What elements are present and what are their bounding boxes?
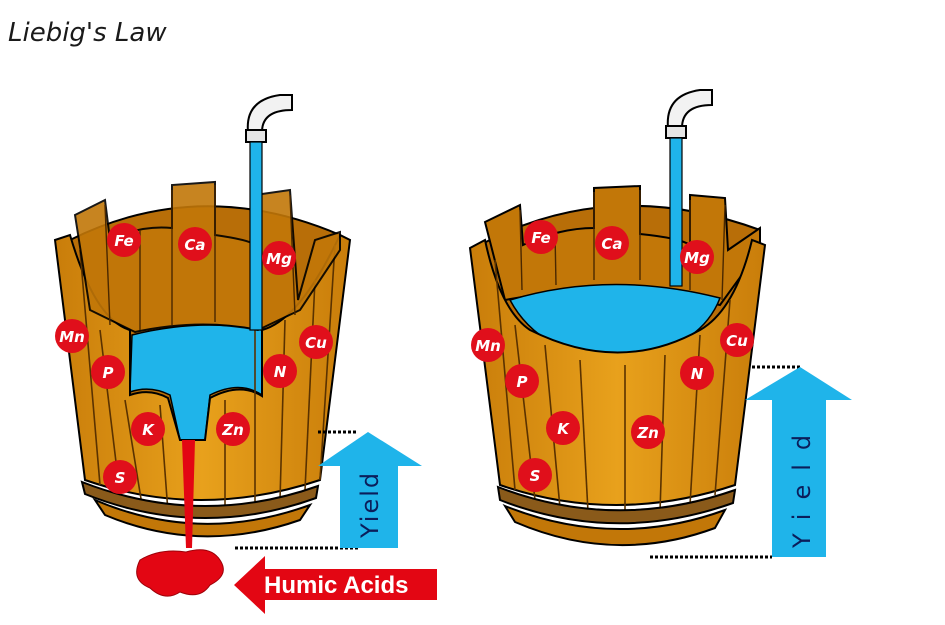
humic-arrow (234, 556, 437, 614)
left-nutrient-ca-label: Ca (184, 236, 205, 254)
left-nutrient-ca: Ca (178, 227, 212, 261)
right-barrel-staves (468, 238, 767, 506)
left-yield-arrow (318, 432, 422, 548)
right-nutrient-k: K (546, 411, 580, 445)
right-nutrient-mg-label: Mg (684, 249, 710, 267)
right-barrel-hoop (496, 485, 737, 525)
left-nutrient-k: K (131, 412, 165, 446)
left-nutrient-n-label: N (274, 363, 287, 381)
right-nutrient-cu-label: Cu (726, 332, 748, 350)
left-nutrient-cu: Cu (299, 325, 333, 359)
right-nutrient-p: P (505, 364, 539, 398)
left-nutrient-mg-label: Mg (266, 250, 292, 268)
right-nutrient-s-label: S (530, 467, 541, 485)
right-nutrient-mn: Mn (471, 328, 505, 362)
left-leak-stream (182, 440, 195, 548)
left-nutrient-zn: Zn (216, 412, 250, 446)
right-nutrient-k-label: K (557, 420, 570, 438)
right-nutrient-zn-label: Zn (636, 424, 659, 442)
left-nutrient-mg: Mg (262, 241, 296, 275)
left-nutrient-n: N (263, 354, 297, 388)
right-yield-arrow (745, 367, 852, 557)
right-nutrient-p-label: P (517, 373, 528, 391)
right-nutrient-mn-label: Mn (475, 337, 501, 355)
right-nutrient-n-label: N (691, 365, 704, 383)
left-barrel: Yield Humic Acids Fe Ca Mg Mn Cu P N K Z… (53, 94, 437, 614)
page-title: Liebig's Law (8, 18, 167, 48)
left-nutrient-s: S (103, 460, 137, 494)
left-nutrient-s-label: S (115, 469, 126, 487)
right-nutrient-cu: Cu (720, 323, 754, 357)
left-nutrient-cu-label: Cu (305, 334, 327, 352)
right-nutrient-ca-label: Ca (601, 235, 622, 253)
left-nutrient-fe: Fe (107, 223, 141, 257)
right-yield-label: Yield (788, 421, 816, 549)
left-nutrient-mn-label: Mn (59, 328, 85, 346)
right-nutrient-n: N (680, 356, 714, 390)
left-yield-label: Yield (356, 471, 384, 539)
right-nutrient-fe: Fe (524, 220, 558, 254)
humic-puddle-icon (136, 549, 224, 597)
right-nutrient-zn: Zn (631, 415, 665, 449)
right-nutrient-fe-label: Fe (531, 229, 550, 247)
humic-acids-label: Humic Acids (264, 572, 408, 599)
right-nutrient-s: S (518, 458, 552, 492)
left-nutrient-k-label: K (142, 421, 155, 439)
left-water-stream (249, 141, 263, 331)
left-nutrient-mn: Mn (55, 319, 89, 353)
right-water-stream (669, 137, 683, 287)
right-barrel: Yield Fe Ca Mg Mn Cu P N K Zn S (468, 89, 852, 559)
left-tap-icon (246, 94, 293, 133)
right-tap-icon (666, 89, 713, 129)
right-nutrient-mg: Mg (680, 240, 714, 274)
left-nutrient-fe-label: Fe (114, 232, 133, 250)
left-nutrient-p: P (91, 355, 125, 389)
right-nutrient-ca: Ca (595, 226, 629, 260)
left-nutrient-zn-label: Zn (221, 421, 244, 439)
left-nutrient-p-label: P (103, 364, 114, 382)
left-barrel-hoop (80, 480, 320, 519)
